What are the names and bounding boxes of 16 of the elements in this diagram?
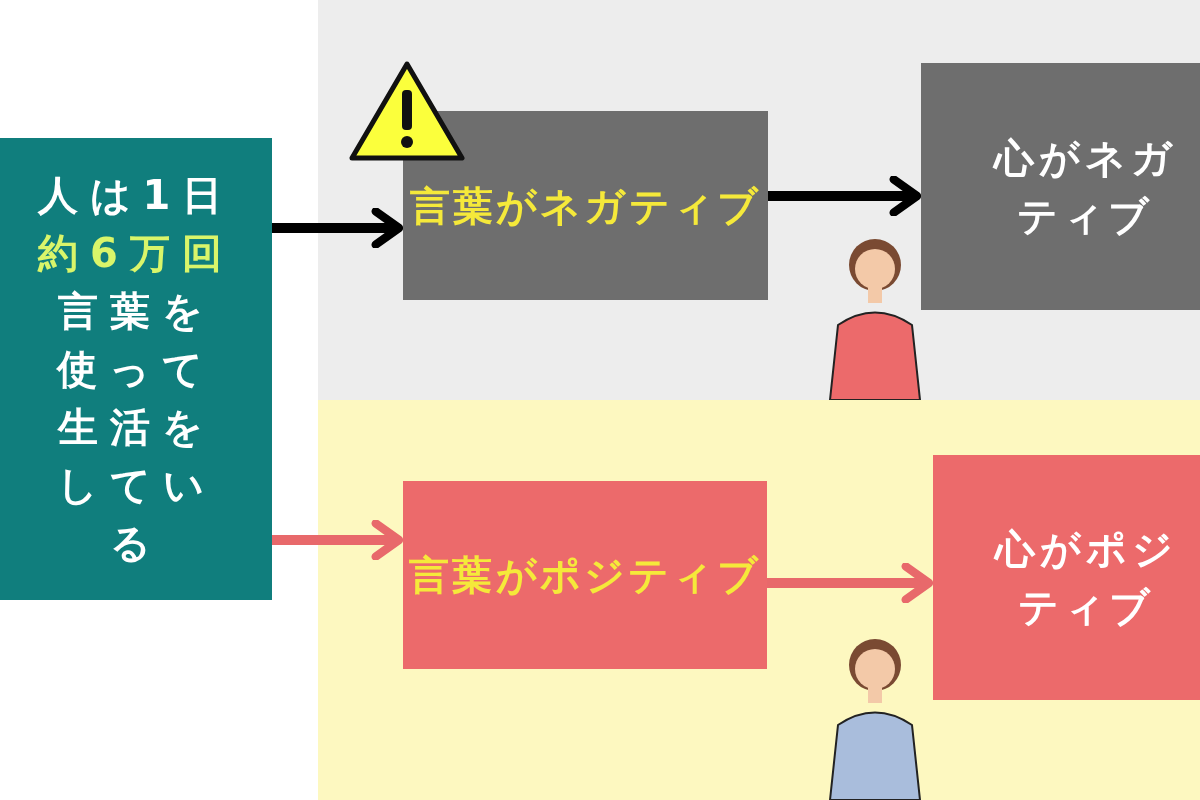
process-box xyxy=(403,481,767,669)
box-text: 言葉がポジティブ xyxy=(409,551,761,600)
process-box xyxy=(921,63,1200,310)
box-text: 言葉を使って生活をしている xyxy=(55,287,217,568)
box-text: 人は1日 xyxy=(36,171,236,220)
box-text: 約6万回 xyxy=(36,229,235,278)
process-box xyxy=(933,455,1200,700)
arrow xyxy=(272,207,404,249)
process-box xyxy=(0,138,272,600)
box-text: 言葉がネガティブ xyxy=(409,181,762,231)
arrow xyxy=(768,175,922,217)
arrow xyxy=(767,562,934,604)
arrow xyxy=(272,519,404,561)
box-text: 心がポジティブ xyxy=(992,524,1179,632)
process-box xyxy=(403,111,768,300)
box-text: 心がネガティブ xyxy=(991,133,1178,241)
